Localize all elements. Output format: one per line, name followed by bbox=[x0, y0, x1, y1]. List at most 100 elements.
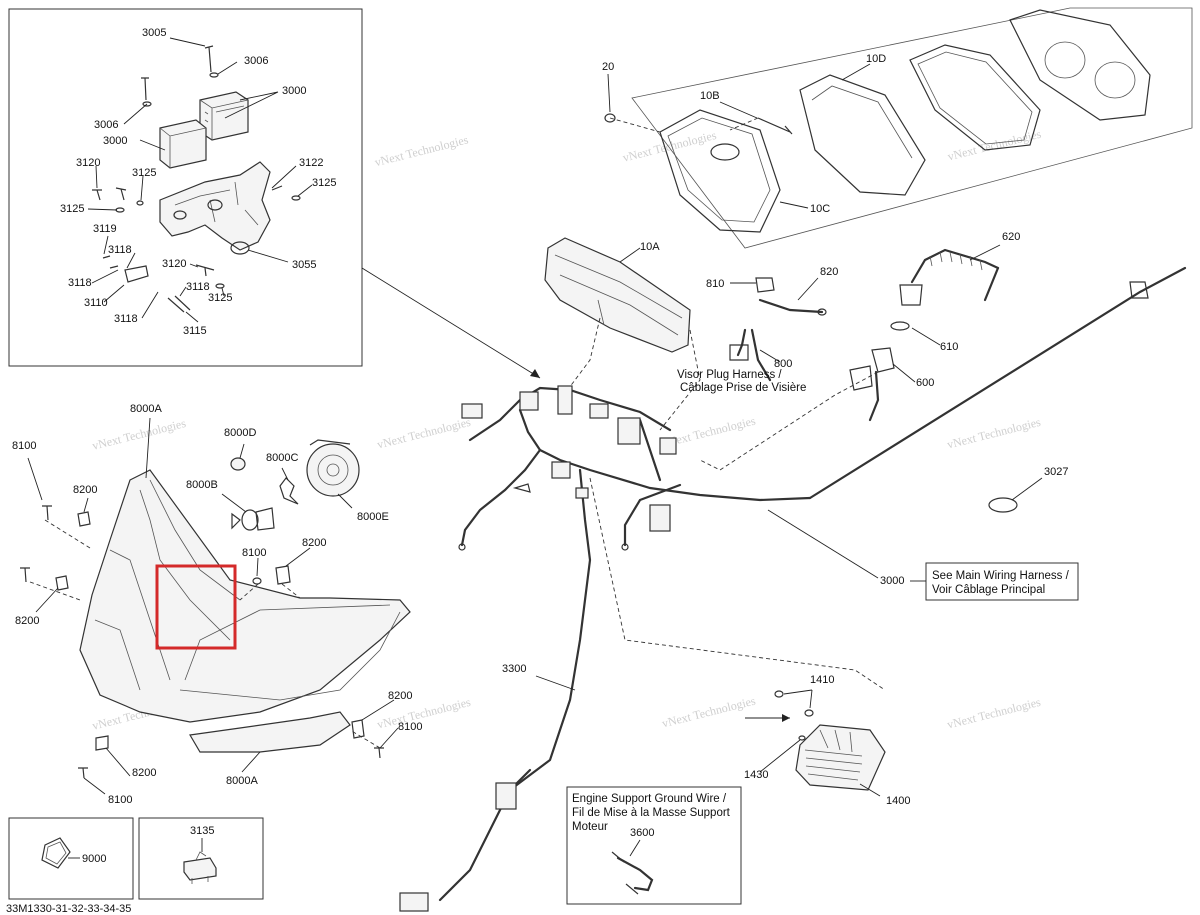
connector bbox=[399, 892, 429, 912]
bolt-3005 bbox=[204, 45, 214, 73]
label-810: 810 bbox=[706, 278, 724, 290]
label-3000: 3000 bbox=[103, 135, 127, 147]
label-8000B: 8000B bbox=[186, 479, 218, 491]
regulator-assembly: 1410 1430 1400 bbox=[744, 674, 910, 807]
leader-3000 bbox=[767, 509, 879, 579]
label-1430: 1430 bbox=[744, 769, 768, 781]
tether-cord-620 bbox=[910, 248, 1000, 284]
label-10D: 10D bbox=[866, 53, 886, 65]
fuse-3135 bbox=[183, 857, 217, 881]
lens-10D bbox=[799, 74, 926, 196]
label-10B: 10B bbox=[700, 90, 720, 102]
label-600: 600 bbox=[916, 377, 934, 389]
label-800: 800 bbox=[774, 358, 792, 370]
nut-8200 bbox=[77, 511, 91, 527]
bulb-8000B bbox=[231, 507, 275, 531]
washer-3125 bbox=[136, 200, 144, 206]
gauge-housing bbox=[1009, 9, 1151, 121]
label-10C: 10C bbox=[810, 203, 830, 215]
relay-module-3000b bbox=[159, 119, 207, 169]
watermark: vNext Technologies bbox=[373, 132, 470, 169]
watermark: vNext Technologies bbox=[946, 415, 1043, 452]
label-620: 620 bbox=[1002, 231, 1020, 243]
inset-frame bbox=[8, 8, 363, 367]
connector bbox=[659, 437, 677, 455]
label-8200: 8200 bbox=[302, 537, 326, 549]
washer-3125c bbox=[115, 207, 125, 213]
label-3125: 3125 bbox=[60, 203, 84, 215]
watermark: vNext Technologies bbox=[621, 128, 718, 165]
screw-8100 bbox=[42, 505, 52, 521]
label-1400: 1400 bbox=[886, 795, 910, 807]
long-cable bbox=[808, 266, 1187, 500]
label-3600: 3600 bbox=[630, 827, 654, 839]
label-3055: 3055 bbox=[292, 259, 316, 271]
ground-wire-frame bbox=[566, 786, 742, 905]
label-3006: 3006 bbox=[94, 119, 118, 131]
label-8100: 8100 bbox=[242, 547, 266, 559]
label-8200: 8200 bbox=[15, 615, 39, 627]
watermark: vNext Technologies bbox=[376, 415, 473, 452]
washer-3125d bbox=[215, 283, 225, 289]
sticker-3027 bbox=[988, 497, 1018, 513]
label-8200: 8200 bbox=[132, 767, 156, 779]
screw-8100b bbox=[20, 567, 30, 583]
label-3120: 3120 bbox=[162, 258, 186, 270]
connector bbox=[617, 417, 641, 445]
gasket-9000 bbox=[41, 837, 71, 869]
ground-wire-note-line3: Moteur bbox=[572, 821, 608, 833]
connector bbox=[495, 782, 517, 810]
label-3119: 3119 bbox=[93, 223, 117, 235]
label-3118: 3118 bbox=[108, 244, 132, 256]
gauge-cluster-assembly: 20 10B 10D 10C bbox=[602, 7, 1193, 249]
headlight-assembly: 8000A 8100 8200 8000D 8000C 8000B 8000E … bbox=[12, 403, 422, 806]
label-3118: 3118 bbox=[114, 313, 138, 325]
label-8100: 8100 bbox=[108, 794, 132, 806]
tether-switch-parts: 620 610 600 bbox=[699, 231, 1020, 471]
label-3027: 3027 bbox=[1044, 466, 1068, 478]
screw-10B bbox=[757, 117, 793, 135]
bezel-hole bbox=[710, 143, 740, 161]
screw-8100d bbox=[78, 767, 88, 779]
label-3110: 3110 bbox=[84, 297, 108, 309]
label-3006: 3006 bbox=[244, 55, 268, 67]
washer-3125b bbox=[291, 195, 301, 201]
label-3125: 3125 bbox=[132, 167, 156, 179]
label-3118: 3118 bbox=[68, 277, 92, 289]
label-8000A: 8000A bbox=[130, 403, 162, 415]
screw-3120 bbox=[92, 189, 102, 201]
cluster-body-10A: 10A bbox=[544, 237, 701, 431]
inset-arrow bbox=[361, 267, 541, 379]
bracket-3055 bbox=[159, 161, 271, 255]
switch-600 bbox=[871, 347, 895, 373]
label-3125: 3125 bbox=[208, 292, 232, 304]
washer-3006 bbox=[209, 72, 219, 78]
visor-harness-note-line1: Visor Plug Harness / bbox=[677, 369, 782, 381]
nut-8200e bbox=[95, 735, 109, 751]
watermark: vNext Technologies bbox=[91, 416, 188, 453]
washer-3006b bbox=[142, 101, 152, 107]
diagram-code: 33M1330-31-32-33-34-35 bbox=[6, 903, 131, 915]
connector bbox=[589, 403, 609, 419]
visor-harness-parts: 810 820 800 Visor Plug Harness / Câblage… bbox=[677, 266, 838, 394]
label-8000D: 8000D bbox=[224, 427, 256, 439]
cluster-outline bbox=[631, 7, 1193, 249]
label-8200: 8200 bbox=[73, 484, 97, 496]
washer-1430 bbox=[798, 735, 806, 741]
label-820: 820 bbox=[820, 266, 838, 278]
ground-wire-note-line2: Fil de Mise à la Masse Support bbox=[572, 807, 731, 819]
socket-8000D bbox=[230, 457, 246, 471]
clip-8000C bbox=[279, 477, 299, 505]
label-8100: 8100 bbox=[398, 721, 422, 733]
nut-610 bbox=[890, 321, 910, 331]
screw-3120b bbox=[115, 187, 127, 201]
cable-end bbox=[1129, 281, 1149, 299]
label-3300: 3300 bbox=[502, 663, 526, 675]
main-harness-note-box bbox=[925, 562, 1079, 601]
label-3000: 3000 bbox=[282, 85, 306, 97]
label-3115: 3115 bbox=[183, 325, 207, 337]
plug-810 bbox=[755, 277, 775, 293]
label-3135: 3135 bbox=[190, 825, 214, 837]
connector bbox=[461, 403, 483, 419]
